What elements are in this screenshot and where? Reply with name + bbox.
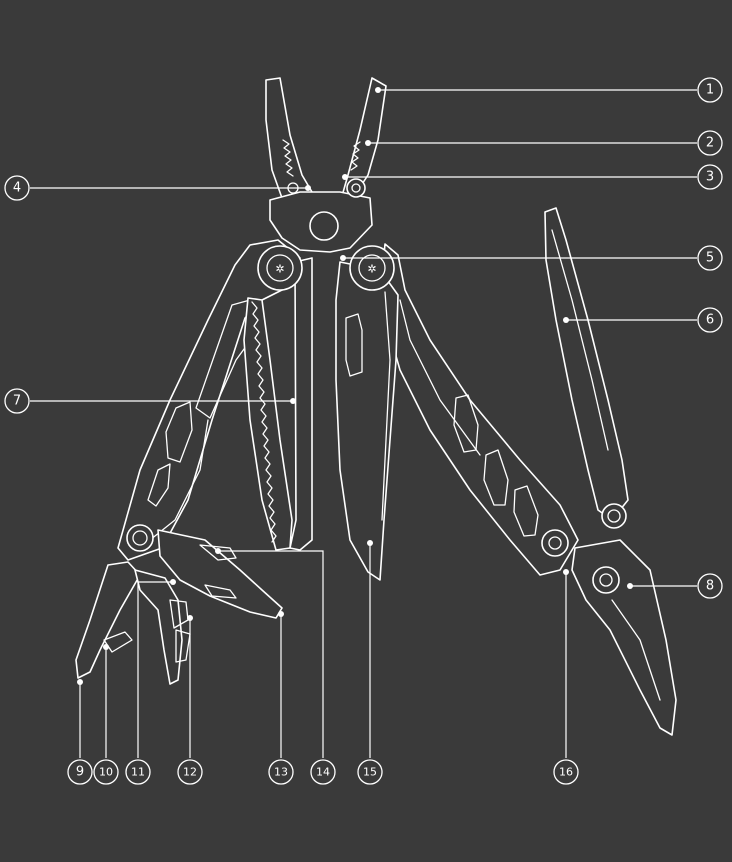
callout-15: 15 (357, 759, 383, 785)
svg-text:11: 11 (131, 766, 145, 779)
callouts: 1 2 3 4 5 6 7 8 9 10 11 12 13 14 15 16 (4, 77, 723, 785)
svg-text:8: 8 (706, 579, 714, 594)
callout-14: 14 (310, 759, 336, 785)
lower-left-tools (75, 524, 283, 685)
scissors-arm (541, 207, 677, 736)
svg-text:3: 3 (706, 170, 714, 185)
svg-text:12: 12 (183, 766, 197, 779)
svg-text:✲: ✲ (275, 263, 284, 276)
callout-6: 6 (697, 307, 723, 333)
pivot-screws: ✲ ✲ (257, 245, 395, 291)
leader-lines (30, 87, 697, 758)
callout-7: 7 (4, 388, 30, 414)
svg-text:1: 1 (706, 83, 714, 98)
svg-text:13: 13 (274, 766, 288, 779)
svg-text:2: 2 (706, 136, 714, 151)
svg-text:5: 5 (706, 251, 714, 266)
saw-blade (243, 297, 293, 551)
svg-text:7: 7 (13, 394, 21, 409)
pliers-jaws (265, 77, 387, 253)
callout-3: 3 (697, 164, 723, 190)
svg-text:16: 16 (559, 766, 573, 779)
svg-text:✲: ✲ (367, 263, 376, 276)
svg-text:14: 14 (316, 766, 330, 779)
svg-text:4: 4 (13, 181, 21, 196)
svg-text:6: 6 (706, 313, 714, 328)
svg-text:9: 9 (76, 765, 84, 780)
callout-10: 10 (93, 759, 119, 785)
callout-13: 13 (268, 759, 294, 785)
svg-text:15: 15 (363, 766, 377, 779)
callout-5: 5 (697, 245, 723, 271)
callout-1: 1 (697, 77, 723, 103)
flat-blade (289, 257, 313, 551)
right-handle (379, 243, 579, 576)
knife-blade (335, 261, 399, 581)
callout-12: 12 (177, 759, 203, 785)
callout-9: 9 (67, 759, 93, 785)
callout-16: 16 (553, 759, 579, 785)
callout-4: 4 (4, 175, 30, 201)
callout-8: 8 (697, 573, 723, 599)
callout-2: 2 (697, 130, 723, 156)
callout-11: 11 (125, 759, 151, 785)
svg-text:10: 10 (99, 766, 113, 779)
